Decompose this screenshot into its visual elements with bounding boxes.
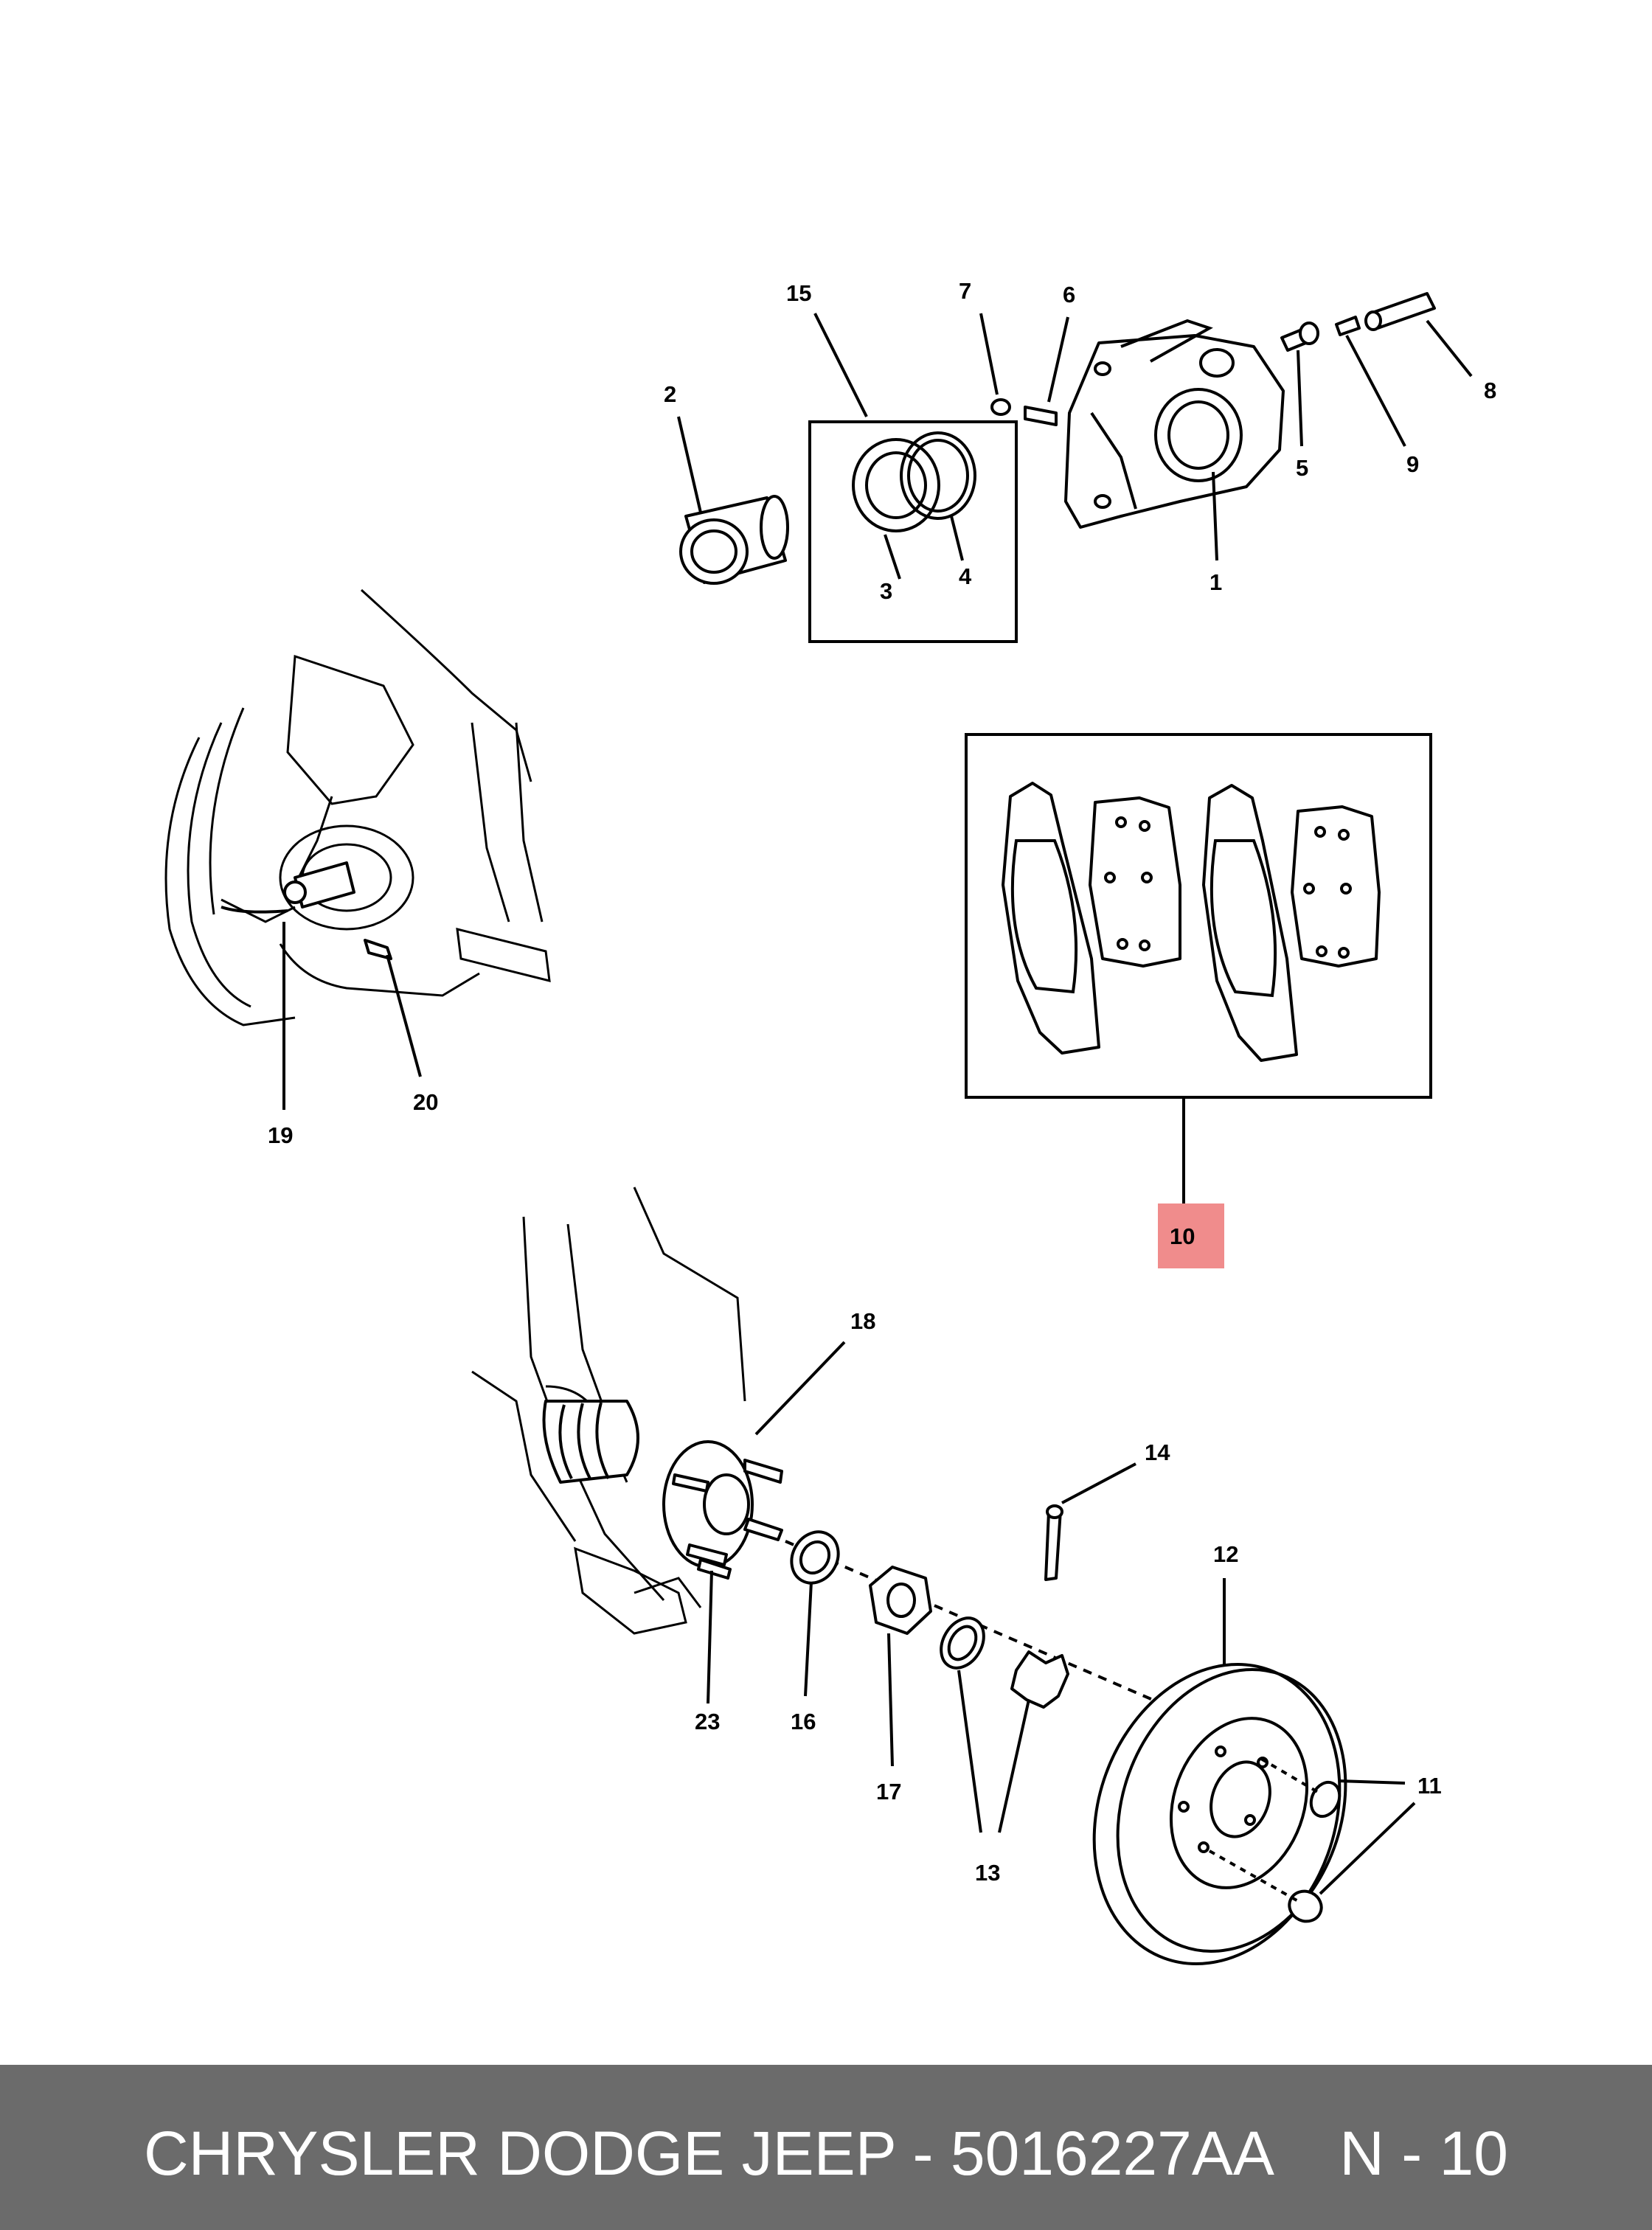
seal-kit-box [808, 420, 1018, 643]
guide-pin [1364, 292, 1436, 331]
callout-6: 6 [1063, 282, 1075, 308]
bleeder-cap [990, 398, 1011, 416]
brake-pad-box [965, 733, 1432, 1099]
callout-4: 4 [959, 563, 972, 589]
leader-lines [282, 313, 1473, 1895]
footer-bar: CHRYSLER DODGE JEEP - 5016227AA N - 10 [0, 2065, 1652, 2230]
nut-lock [1010, 1650, 1069, 1709]
nut-lock-washer [940, 1616, 985, 1670]
piston-seal [852, 438, 940, 532]
exploded-parts-diagram: 1 2 3 4 5 6 7 8 9 10 11 12 13 14 15 16 1… [164, 278, 1496, 1965]
footer-part-number: CHRYSLER DODGE JEEP - 5016227AA [144, 2119, 1274, 2188]
piston [679, 495, 789, 585]
brake-rotor [1092, 1663, 1347, 1965]
callout-23: 23 [695, 1709, 720, 1734]
callout-9: 9 [1406, 451, 1419, 477]
callout-13: 13 [975, 1860, 1000, 1886]
highlight-box-10 [1158, 1203, 1224, 1268]
footer-page-ref: N - 10 [1339, 2119, 1508, 2188]
bleeder-screw [1024, 406, 1058, 426]
callout-3: 3 [880, 578, 892, 604]
callouts: 1 2 3 4 5 6 7 8 9 10 11 12 13 14 15 16 1… [268, 278, 1496, 1886]
callout-7: 7 [959, 278, 971, 304]
callout-16: 16 [791, 1709, 816, 1734]
washer [790, 1530, 840, 1585]
knuckle-assembly [164, 588, 551, 1027]
callout-10: 10 [1170, 1223, 1195, 1249]
hub-assembly [471, 1187, 1347, 1965]
hub-bolts [686, 1543, 732, 1580]
callout-2: 2 [664, 381, 676, 407]
hub-bearing [662, 1440, 783, 1569]
wheel-speed-sensor [221, 861, 355, 914]
callout-11: 11 [1417, 1773, 1442, 1799]
guide-bushing [1280, 322, 1319, 352]
rotor-retainer-clips [1209, 1757, 1342, 1923]
callout-8: 8 [1484, 378, 1496, 403]
sensor-bolt [364, 939, 392, 960]
cotter-pin [1044, 1504, 1063, 1581]
caliper-housing [1064, 319, 1285, 529]
callout-1: 1 [1210, 569, 1222, 595]
hub-nut [869, 1566, 932, 1635]
callout-14: 14 [1145, 1439, 1170, 1465]
callout-5: 5 [1296, 455, 1308, 481]
callout-20: 20 [413, 1089, 438, 1115]
callout-12: 12 [1213, 1541, 1238, 1567]
caliper-group [679, 292, 1436, 643]
dust-boot [900, 431, 976, 520]
callout-19: 19 [268, 1122, 293, 1148]
callout-18: 18 [850, 1308, 875, 1334]
callout-15: 15 [786, 280, 811, 306]
guide-sleeve [1335, 316, 1361, 336]
brake-pad-set [965, 733, 1432, 1099]
callout-17: 17 [876, 1779, 901, 1805]
